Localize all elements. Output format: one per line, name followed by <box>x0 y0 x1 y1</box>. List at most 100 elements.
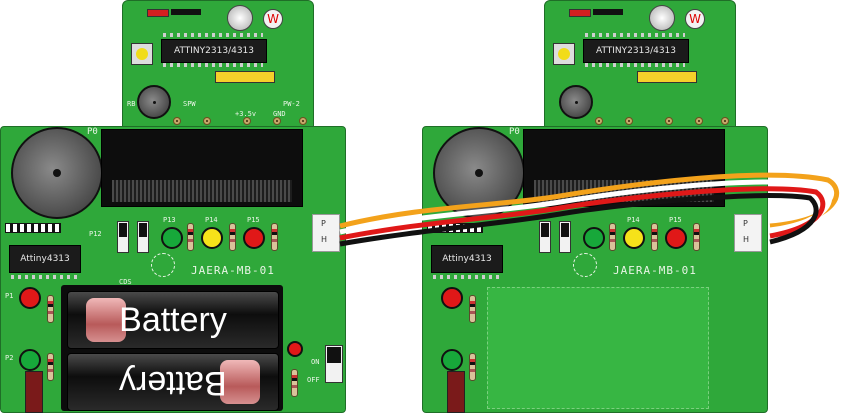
left-resistor-icon <box>187 223 194 251</box>
left-label-p14: P14 <box>205 216 218 224</box>
left-top-resistor-bar <box>171 9 201 15</box>
right-top-hole <box>695 117 703 125</box>
left-top-chip-pins-bottom <box>163 63 263 67</box>
left-switch-on-label: ON <box>311 358 320 366</box>
left-power-switch[interactable] <box>325 345 343 383</box>
left-led-p2 <box>19 349 41 371</box>
left-attiny-pins <box>11 275 77 279</box>
right-bottom-jack <box>447 371 465 413</box>
left-cds-icon <box>151 253 175 277</box>
right-top-red-strip <box>569 9 591 17</box>
right-led-p2 <box>441 349 463 371</box>
right-attiny-chip: Attiny4313 <box>431 245 503 273</box>
left-top-buzzer-icon <box>137 85 171 119</box>
left-top-hole <box>173 117 181 125</box>
left-socket <box>101 129 303 207</box>
right-top-button-icon[interactable] <box>553 43 575 65</box>
left-led-p13 <box>161 227 183 249</box>
left-top-label-pw2: PW-2 <box>283 100 300 108</box>
right-socket <box>523 129 725 207</box>
left-socket-label: P0 <box>87 127 98 137</box>
right-buzzer-icon <box>433 127 525 219</box>
right-pin-header <box>427 223 483 233</box>
battery-label-1: Battery <box>119 300 227 339</box>
left-cds-label: CDS <box>119 278 132 286</box>
left-top-label-spw: SPW <box>183 100 196 108</box>
left-top-chip: ATTINY2313/4313 <box>161 39 267 63</box>
right-label-p15: P15 <box>669 216 682 224</box>
right-top-hole <box>625 117 633 125</box>
left-label-p1: P1 <box>5 292 14 300</box>
left-resistor-icon <box>291 369 298 397</box>
left-top-red-strip <box>147 9 169 17</box>
right-resistor-icon <box>469 295 476 323</box>
left-top-pcb: W ATTINY2313/4313 RB SPW PW-2 +3.5v GND <box>122 0 314 130</box>
left-main-label: JAERA-MB-01 <box>191 264 275 277</box>
right-top-trimmer-icon[interactable] <box>649 5 675 31</box>
right-jack-h: H <box>743 235 750 244</box>
right-top-header <box>637 71 697 83</box>
right-top-pcb: W ATTINY2313/4313 <box>544 0 736 130</box>
left-top-chip-pins-top <box>163 33 263 37</box>
left-jack-p: P <box>321 219 326 228</box>
left-buzzer-icon <box>11 127 103 219</box>
right-top-chip-pins-bottom <box>585 63 685 67</box>
left-p12-label: P12 <box>89 230 102 238</box>
left-resistor-icon <box>271 223 278 251</box>
right-top-hole <box>595 117 603 125</box>
right-board-assembly: W ATTINY2313/4313 P0 P14 P15 Attiny4313 … <box>422 0 772 417</box>
right-attiny-pins <box>433 275 499 279</box>
right-top-hole <box>665 117 673 125</box>
right-top-chip: ATTINY2313/4313 <box>583 39 689 63</box>
left-board-assembly: W ATTINY2313/4313 RB SPW PW-2 +3.5v GND … <box>0 0 350 417</box>
left-led-p15 <box>243 227 265 249</box>
right-resistor-icon <box>609 223 616 251</box>
left-top-fuse-icon: W <box>263 9 283 29</box>
right-cds-icon <box>573 253 597 277</box>
right-resistor-icon <box>469 353 476 381</box>
right-resistor-icon <box>651 223 658 251</box>
left-led-p14 <box>201 227 223 249</box>
left-top-hole <box>273 117 281 125</box>
left-top-label-rb: RB <box>127 100 136 108</box>
left-top-label-3v: +3.5v <box>235 110 257 118</box>
left-resistor-icon <box>47 353 54 381</box>
right-dip-switch-1[interactable] <box>539 221 551 253</box>
left-label-p2: P2 <box>5 354 14 362</box>
left-ph-jack[interactable]: P H <box>312 214 340 252</box>
left-attiny-chip: Attiny4313 <box>9 245 81 273</box>
right-main-label: JAERA-MB-01 <box>613 264 697 277</box>
left-resistor-icon <box>47 295 54 323</box>
left-battery-bottom: Battery <box>67 353 279 411</box>
left-top-label-gnd: GND <box>273 110 286 118</box>
left-dip-switch-1[interactable] <box>117 221 129 253</box>
right-led-p13 <box>583 227 605 249</box>
right-battery-area <box>487 287 709 409</box>
left-top-trimmer-icon[interactable] <box>227 5 253 31</box>
left-jack-h: H <box>321 235 328 244</box>
battery-label-2: Battery <box>119 363 227 402</box>
right-ph-jack[interactable]: P H <box>734 214 762 252</box>
right-top-resistor-bar <box>593 9 623 15</box>
right-led-p14 <box>623 227 645 249</box>
right-socket-label: P0 <box>509 127 520 137</box>
left-bottom-jack <box>25 371 43 413</box>
left-small-red-led <box>287 341 303 357</box>
right-top-hole <box>721 117 729 125</box>
right-led-p1 <box>441 287 463 309</box>
left-dip-switch-2[interactable] <box>137 221 149 253</box>
right-jack-p: P <box>743 219 748 228</box>
left-battery-top: Battery <box>67 291 279 349</box>
right-dip-switch-2[interactable] <box>559 221 571 253</box>
right-top-fuse-icon: W <box>685 9 705 29</box>
left-top-button-icon[interactable] <box>131 43 153 65</box>
left-top-header <box>215 71 275 83</box>
left-top-hole <box>203 117 211 125</box>
right-label-p14: P14 <box>627 216 640 224</box>
left-resistor-icon <box>229 223 236 251</box>
left-pin-header <box>5 223 61 233</box>
right-led-p15 <box>665 227 687 249</box>
right-main-pcb: P0 P14 P15 Attiny4313 JAERA-MB-01 <box>422 126 768 413</box>
left-label-p13: P13 <box>163 216 176 224</box>
left-label-p15: P15 <box>247 216 260 224</box>
